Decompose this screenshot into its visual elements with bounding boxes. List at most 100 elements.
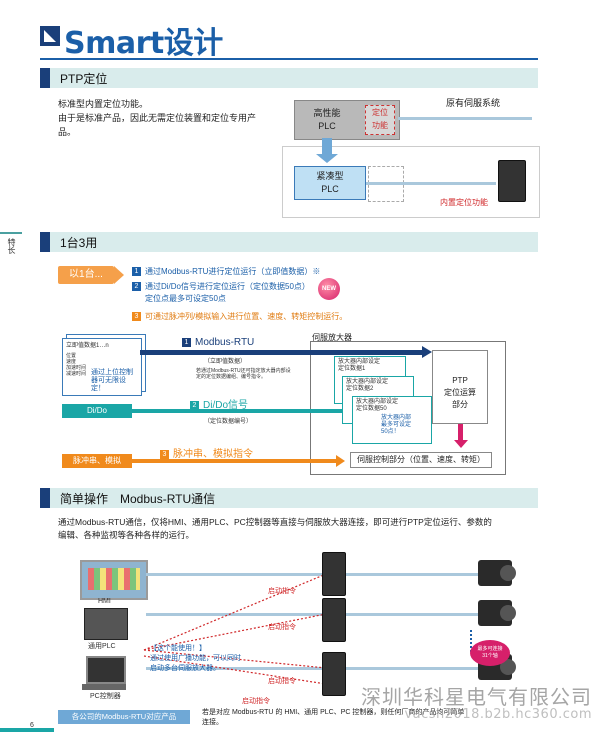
feature-item-2: 2 通过Di/Do信号进行定位运行（定位数据50点）	[132, 281, 347, 293]
servo-motor-2	[478, 600, 516, 626]
amp-doc-3-note: 放大器内部 最多可设定 50点！	[381, 415, 412, 435]
drive-motor-line-1	[344, 573, 478, 576]
servo-drive-2	[322, 598, 346, 642]
di-do-box: Di/Do	[62, 404, 132, 418]
immediate-doc-field: 位置	[66, 353, 77, 359]
channel3-number: 3	[160, 449, 169, 459]
high-perf-plc-box: 高性能 PLC 定位 功能	[294, 100, 400, 140]
side-tab[interactable]: 特长	[0, 232, 22, 264]
modbus-products-bar: 各公司的Modbus-RTU对应产品	[58, 710, 190, 724]
watermark-line1: 深圳华科星电气有限公司	[361, 685, 592, 709]
badge-arrow-icon	[114, 266, 124, 284]
immediate-doc-title: 立即值数据1…n	[66, 343, 109, 349]
page-title: Smart设计	[64, 26, 223, 61]
page-number: 6	[30, 722, 34, 729]
di-do-arrow-line	[132, 409, 352, 413]
immediate-doc-field: 速度	[66, 359, 77, 365]
start-command-label-3: 启动指令	[268, 678, 296, 685]
channel3-text: 脉冲串、模拟指令	[173, 449, 253, 460]
servo-drive-1	[322, 552, 346, 596]
compact-plc-box: 紧凑型 PLC	[294, 166, 366, 200]
modbus-description: 通过Modbus-RTU通信，仅将HMI、通用PLC、PC控制器等直接与伺服放大…	[58, 516, 538, 542]
max-axes-badge: 最多可连接 31个轴	[470, 640, 510, 666]
bottom-note-line1: 若是对应 Modbus-RTU 的 HMI、通用 PLC、PC 控制器，则任何厂…	[202, 709, 465, 716]
new-badge: NEW	[318, 278, 340, 300]
modbus-desc-line2: 编辑、各种监视等各种各样的运行。	[58, 530, 195, 540]
section-one-unit-three-uses-header: 1台3用	[40, 232, 538, 252]
feature-text-2: 通过Di/Do信号进行定位运行（定位数据50点）	[145, 282, 310, 291]
compact-servo-line	[366, 182, 496, 185]
one-unit-badge: 以1台...	[58, 266, 114, 284]
feature-text-3: 可通过脉冲列/模拟输入进行位置、速度、转矩控制运行。	[145, 312, 348, 321]
amp-doc-3-label: 放大器内部设定 定位数据50	[356, 399, 399, 412]
immediate-doc-field: 减速时间	[66, 371, 87, 377]
feature-item-1: 1 通过Modbus-RTU进行定位运行（立即值数据）※	[132, 266, 347, 278]
channel1-text: Modbus-RTU	[195, 337, 255, 348]
ptp-calc-box: PTP 定位运算 部分	[432, 350, 488, 424]
original-servo-label: 原有伺服系统	[446, 98, 501, 108]
pc-label: PC控制器	[90, 693, 121, 700]
ptp-desc-line1: 标准型内置定位功能。	[58, 99, 149, 109]
feature-number-3: 3	[132, 312, 141, 322]
feature-item-3: 3 可通过脉冲列/模拟输入进行位置、速度、转矩控制运行。	[132, 311, 347, 323]
amp-data-doc-3: 放大器内部设定 定位数据50 放大器内部 最多可设定 50点！	[352, 396, 432, 444]
ptp-down-arrow-icon	[454, 440, 468, 448]
start-command-label-4: 启动指令	[242, 698, 270, 705]
immediate-doc-field: 加速时间	[66, 365, 87, 371]
servo-amplifier-image	[498, 160, 526, 202]
pc-controller-image	[86, 656, 126, 684]
section-modbus-title: 简单操作 Modbus-RTU通信	[60, 492, 216, 506]
useful-note-line1: 通过使用广播功能，可以同时	[150, 655, 241, 662]
useful-note-line2: 启动多台伺服放大器。	[150, 665, 220, 672]
useful-note-title: 【这个能使用！】	[150, 645, 206, 652]
immediate-data-doc: 立即值数据1…n 位置 速度 加速时间 减速时间 通过上位控制器可无限设定！	[62, 338, 142, 396]
channel1-sub: （立即值数据）	[204, 359, 247, 365]
continuation-dots	[470, 630, 474, 652]
amp-doc-1-label: 放大器内部设定 定位数据1	[338, 359, 381, 372]
servo-amplifier-frame	[310, 341, 506, 475]
feature-number-2: 2	[132, 282, 141, 292]
original-servo-line	[398, 117, 532, 120]
start-command-label-1: 启动指令	[268, 588, 296, 595]
modbus-arrow-head-icon	[422, 346, 432, 358]
plc-label: 通用PLC	[88, 643, 116, 650]
drive-motor-line-3	[344, 667, 478, 670]
title-mark-icon	[40, 26, 60, 46]
hmi-image	[80, 560, 148, 600]
bottom-note-line2: 连接。	[202, 719, 223, 726]
ptp-down-arrow-stem	[458, 424, 463, 442]
hmi-label: HMI	[98, 598, 111, 605]
down-arrow-stem	[322, 138, 332, 156]
modbus-desc-line1: 通过Modbus-RTU通信，仅将HMI、通用PLC、PC控制器等直接与伺服放大…	[58, 517, 492, 527]
bottom-note: 若是对应 Modbus-RTU 的 HMI、通用 PLC、PC 控制器，则任何厂…	[202, 708, 502, 728]
connection-line-2	[146, 613, 322, 616]
connection-line-1	[146, 573, 322, 576]
connection-line-3	[146, 667, 322, 670]
builtin-positioning-label: 内置定位功能	[440, 198, 488, 207]
channel1-note: 若通过Modbus-RTU还可指定放大器内部设定的定位数据编组、编号指令。	[196, 368, 291, 380]
watermark-line2: vacsh2018.b2b.hc360.com	[404, 707, 592, 722]
section-ptp-header: PTP定位	[40, 68, 538, 88]
high-perf-plc-label: 高性能 PLC	[313, 108, 341, 131]
start-command-label-2: 启动指令	[268, 624, 296, 631]
plc-image	[84, 608, 128, 640]
servo-motor-1	[478, 560, 516, 586]
feature-list: 1 通过Modbus-RTU进行定位运行（立即值数据）※ 2 通过Di/Do信号进行…	[132, 266, 347, 323]
ptp-desc-line3: 品。	[58, 127, 77, 137]
immediate-doc-fields: 位置 速度 加速时间 减速时间	[66, 353, 86, 377]
channel3-label: 3 脉冲串、模拟指令	[160, 445, 253, 460]
pc-keyboard-image	[82, 684, 126, 690]
side-tab-label: 特长	[7, 238, 16, 254]
feature-text-1: 通过Modbus-RTU进行定位运行（立即值数据）※	[145, 267, 321, 276]
down-arrow-icon	[316, 154, 338, 163]
useful-note: 【这个能使用！】 通过使用广播功能，可以同时 启动多台伺服放大器。	[150, 644, 241, 674]
feature-number-1: 1	[132, 267, 141, 277]
pulse-analog-box: 脉冲串、模拟	[62, 454, 132, 468]
section-one-unit-title: 1台3用	[60, 236, 98, 250]
servo-drive-3	[322, 652, 346, 696]
section-modbus-header: 简单操作 Modbus-RTU通信	[40, 488, 538, 508]
section-ptp-title: PTP定位	[60, 72, 108, 86]
broadcast-lines	[143, 573, 327, 685]
